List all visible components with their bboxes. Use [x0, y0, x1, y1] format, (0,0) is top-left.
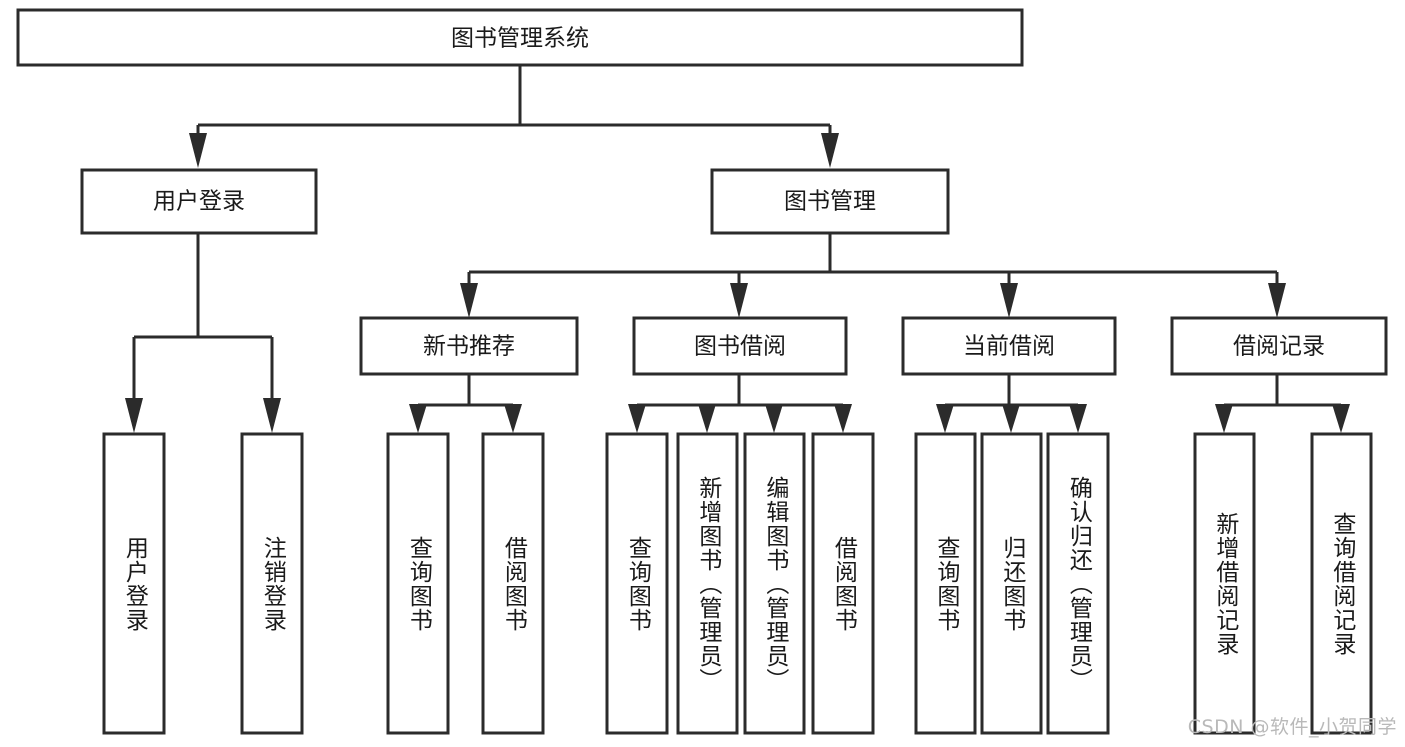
- leaf-box-current-borrow-1[interactable]: [980, 432, 1043, 735]
- arrow-head-book-borrow-leaf-2: [765, 404, 783, 433]
- node-label-book-management: 图书管理: [784, 189, 876, 215]
- arrow-head-book-borrow-leaf-0: [628, 404, 646, 433]
- node-label-current-borrow: 当前借阅: [963, 334, 1055, 360]
- arrow-head-level3-0: [460, 283, 478, 318]
- node-box-title[interactable]: [16, 8, 1024, 67]
- csdn-watermark: CSDN @软件_小贺同学: [1187, 716, 1397, 738]
- node-box-current-borrow[interactable]: [901, 316, 1117, 376]
- arrow-head-current-borrow-leaf-1: [1002, 404, 1020, 433]
- leaf-box-borrow-record-1[interactable]: [1310, 432, 1373, 735]
- node-label-user-login: 用户登录: [153, 189, 245, 215]
- arrow-head-user-login-leaf-0: [125, 398, 143, 433]
- node-box-borrow-record[interactable]: [1170, 316, 1388, 376]
- node-label-title: 图书管理系统: [451, 26, 589, 52]
- arrow-head-current-borrow-leaf-0: [936, 404, 954, 433]
- leaf-box-user-login-0[interactable]: [102, 432, 166, 735]
- arrow-head-user-login-leaf-1: [263, 398, 281, 433]
- node-box-user-login[interactable]: [80, 168, 318, 235]
- edges-layer: [125, 65, 1350, 433]
- leaf-box-book-borrow-0[interactable]: [605, 432, 669, 735]
- nodes-layer: 图书管理系统 用户登录 图书管理 新书推荐 图书借阅 当前借阅 借阅记录: [16, 8, 1388, 735]
- leaf-box-current-borrow-0[interactable]: [914, 432, 977, 735]
- arrow-head-level3-3: [1268, 283, 1286, 318]
- arrow-head-new-book-leaf-1: [504, 404, 522, 433]
- node-box-new-book-recommend[interactable]: [359, 316, 579, 376]
- arrow-head-level3-1: [730, 283, 748, 318]
- leaf-box-new-book-1[interactable]: [481, 432, 545, 735]
- leaf-box-new-book-0[interactable]: [386, 432, 450, 735]
- arrow-head-book-borrow-leaf-1: [698, 404, 716, 433]
- arrow-head-user-login: [189, 133, 207, 168]
- arrow-head-borrow-record-leaf-1: [1332, 404, 1350, 433]
- node-box-book-management[interactable]: [710, 168, 950, 235]
- leaf-box-borrow-record-0[interactable]: [1193, 432, 1256, 735]
- node-box-book-borrow[interactable]: [632, 316, 848, 376]
- leaf-box-current-borrow-2[interactable]: [1046, 432, 1110, 735]
- leaf-box-book-borrow-2[interactable]: [743, 432, 806, 735]
- arrow-head-borrow-record-leaf-0: [1215, 404, 1233, 433]
- leaf-box-user-login-1[interactable]: [240, 432, 304, 735]
- node-label-new-book-recommend: 新书推荐: [423, 334, 515, 360]
- arrow-head-book-mgmt: [821, 133, 839, 168]
- arrow-head-book-borrow-leaf-3: [834, 404, 852, 433]
- node-label-book-borrow: 图书借阅: [694, 334, 786, 360]
- arrow-head-level3-2: [1000, 283, 1018, 318]
- node-label-borrow-record: 借阅记录: [1233, 334, 1325, 360]
- leaf-box-book-borrow-1[interactable]: [676, 432, 739, 735]
- arrow-head-new-book-leaf-0: [409, 404, 427, 433]
- leaf-box-book-borrow-3[interactable]: [811, 432, 875, 735]
- arrow-head-current-borrow-leaf-2: [1069, 404, 1087, 433]
